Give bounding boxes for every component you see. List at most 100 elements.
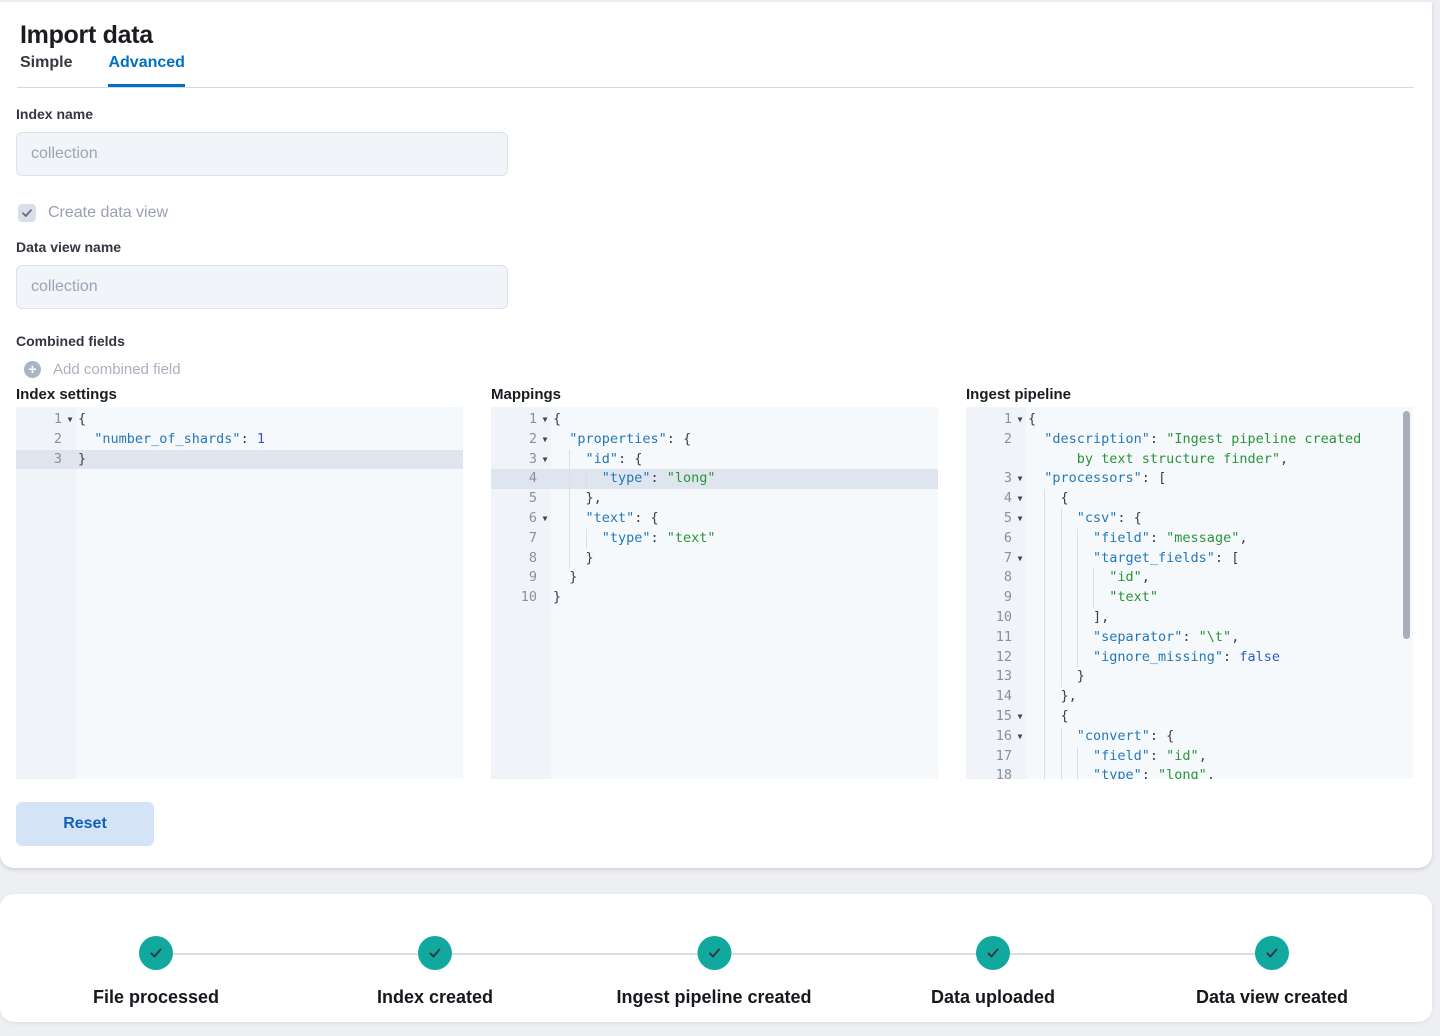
- code-line: 14},: [966, 687, 1413, 707]
- step-data-view-created[interactable]: Data view created: [1196, 936, 1348, 1008]
- step-index-created[interactable]: Index created: [377, 936, 493, 1008]
- line-number: 9: [528, 569, 537, 586]
- mappings-column: Mappings 1▼{2▼"properties": {3▼"id": {4"…: [491, 386, 938, 779]
- chevron-down-icon[interactable]: ▼: [542, 415, 548, 424]
- create-data-view-checkbox[interactable]: [18, 204, 36, 222]
- line-number: 6: [528, 509, 537, 526]
- line-number: 3: [1003, 470, 1012, 487]
- fold-spacer: [537, 568, 553, 588]
- code-line: 15▼{: [966, 706, 1413, 727]
- code-line: 9"text": [966, 588, 1413, 608]
- line-number: 1: [53, 411, 62, 427]
- code-line: 2▼"properties": {: [491, 430, 938, 450]
- code-line: 16▼"convert": {: [966, 726, 1413, 747]
- check-icon: [1254, 936, 1289, 970]
- combined-fields-label: Combined fields: [16, 333, 125, 349]
- tab-advanced[interactable]: Advanced: [108, 52, 184, 87]
- chevron-down-icon[interactable]: ▼: [1017, 711, 1023, 721]
- reset-button[interactable]: Reset: [16, 802, 154, 846]
- line-number: 14: [995, 688, 1012, 705]
- fold-spacer: [537, 549, 553, 569]
- line-number: 3: [528, 450, 537, 467]
- fold-spacer: [1012, 568, 1028, 588]
- code-line: 18"type": "long",: [966, 766, 1413, 779]
- tab-simple[interactable]: Simple: [20, 54, 73, 71]
- check-icon: [139, 936, 173, 970]
- index-settings-column: Index settings 1▼{2"number_of_shards": 1…: [16, 386, 463, 779]
- data-view-name-label: Data view name: [16, 239, 122, 255]
- line-number: 10: [995, 608, 1012, 625]
- fold-spacer: [1012, 430, 1028, 450]
- code-line: 5▼"csv": {: [966, 508, 1413, 529]
- line-number: 9: [1003, 589, 1012, 606]
- editor-scrollbar-thumb[interactable]: [1403, 411, 1410, 639]
- code-line: by text structure finder",: [966, 450, 1413, 470]
- check-icon: [975, 936, 1010, 970]
- code-line: 11"separator": "\t",: [966, 627, 1413, 648]
- code-line: 8}: [491, 548, 938, 569]
- create-data-view-row: Create data view: [18, 204, 168, 222]
- data-view-name-input[interactable]: [16, 265, 508, 309]
- chevron-down-icon[interactable]: ▼: [542, 513, 548, 523]
- step-ingest-pipeline-created[interactable]: Ingest pipeline created: [616, 936, 812, 1008]
- mappings-title: Mappings: [491, 386, 561, 403]
- code-line: 5},: [491, 489, 938, 509]
- index-name-label: Index name: [16, 106, 94, 122]
- fold-spacer: [1012, 648, 1028, 668]
- code-line: 9}: [491, 568, 938, 588]
- line-number: [966, 450, 1012, 470]
- create-data-view-label: Create data view: [48, 204, 169, 221]
- chevron-down-icon[interactable]: ▼: [542, 454, 548, 464]
- code-line: 7▼"target_fields": [: [966, 548, 1413, 569]
- add-combined-field-button[interactable]: Add combined field: [24, 361, 181, 378]
- line-number: 10: [520, 589, 537, 606]
- code-line: 6"field": "message",: [966, 528, 1413, 549]
- chevron-down-icon[interactable]: ▼: [1017, 415, 1023, 424]
- code-line: 4▼{: [966, 489, 1413, 509]
- ingest-pipeline-editor[interactable]: 1▼{2"description": "Ingest pipeline crea…: [966, 407, 1413, 779]
- fold-spacer: [1012, 529, 1028, 549]
- step-label: Index created: [376, 987, 494, 1007]
- code-line: 2"description": "Ingest pipeline created: [966, 430, 1413, 450]
- index-name-input[interactable]: [16, 132, 508, 176]
- fold-spacer: [537, 529, 553, 549]
- chevron-down-icon[interactable]: ▼: [67, 415, 73, 424]
- tabs: Simple Advanced: [20, 52, 185, 87]
- chevron-down-icon[interactable]: ▼: [542, 434, 548, 444]
- line-number: 6: [1003, 529, 1012, 546]
- chevron-down-icon[interactable]: ▼: [1017, 731, 1023, 741]
- step-label: Data view created: [1195, 987, 1349, 1007]
- chevron-down-icon[interactable]: ▼: [1017, 513, 1023, 523]
- check-icon: [418, 936, 452, 970]
- code-line: 6▼"text": {: [491, 508, 938, 529]
- fold-spacer: [1012, 588, 1028, 608]
- step-data-uploaded[interactable]: Data uploaded: [931, 936, 1055, 1008]
- chevron-down-icon[interactable]: ▼: [1017, 474, 1023, 484]
- line-number: 3: [53, 450, 62, 467]
- progress-steps-panel: File processed Index created Ingest pipeli…: [0, 894, 1432, 1022]
- editor-gutter: [491, 407, 551, 779]
- ingest-pipeline-title: Ingest pipeline: [966, 386, 1072, 403]
- line-number: 5: [528, 490, 537, 507]
- code-line: 1▼{: [16, 410, 463, 430]
- step-label: File processed: [92, 987, 220, 1007]
- line-number: 13: [995, 668, 1012, 685]
- check-icon: [697, 936, 731, 970]
- line-number: 12: [995, 648, 1012, 665]
- chevron-down-icon[interactable]: ▼: [1017, 553, 1023, 563]
- line-number: 7: [1003, 549, 1012, 566]
- code-line: 7"type": "text": [491, 528, 938, 549]
- line-number: 5: [1003, 509, 1012, 526]
- code-line: 10}: [491, 588, 938, 608]
- chevron-down-icon[interactable]: ▼: [1017, 494, 1023, 504]
- fold-spacer: [537, 588, 553, 608]
- step-file-processed[interactable]: File processed: [93, 936, 219, 1008]
- mappings-editor[interactable]: 1▼{2▼"properties": {3▼"id": {4"type": "l…: [491, 407, 938, 779]
- code-line: 3▼"id": {: [491, 449, 938, 470]
- import-data-panel: Import data Simple Advanced Index name C…: [0, 2, 1432, 868]
- fold-spacer: [537, 469, 553, 489]
- code-line: 3▼"processors": [: [966, 469, 1413, 489]
- line-number: 1: [528, 411, 537, 427]
- code-line: 4"type": "long": [491, 469, 938, 490]
